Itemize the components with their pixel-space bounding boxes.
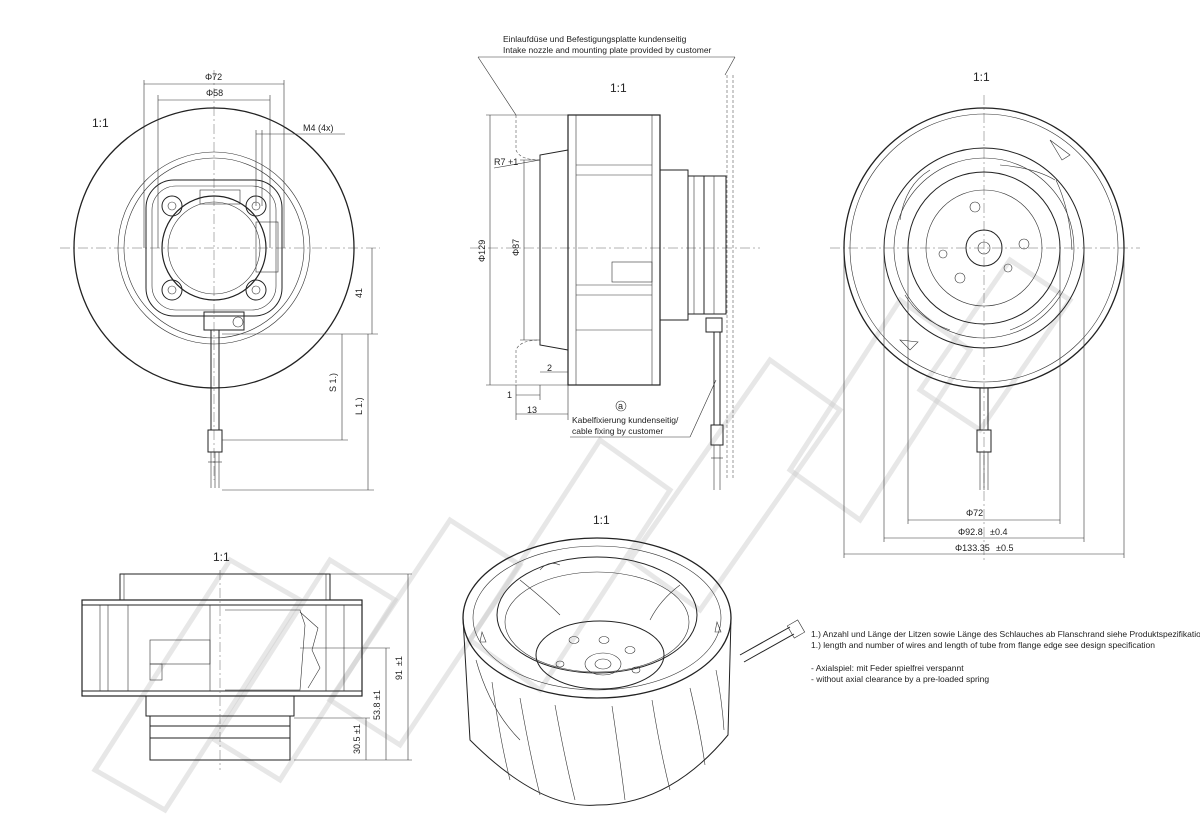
rear-view: 1:1 Φ72 xyxy=(60,70,380,491)
dim-rear-72: Φ72 xyxy=(205,72,222,82)
dim-front-92-tol: ±0.4 xyxy=(990,527,1007,537)
dim-91: 91 xyxy=(394,670,404,680)
scale-label-side: 1:1 xyxy=(610,81,627,95)
dim-1: 1 xyxy=(507,390,512,400)
front-view: 1:1 xyxy=(830,70,1140,560)
side-note-en: Intake nozzle and mounting plate provide… xyxy=(503,45,712,55)
dim-l: L 1.) xyxy=(354,397,364,415)
dim-front-92: Φ92.8 xyxy=(958,527,983,537)
cable-note-de: Kabelfixierung kundenseitig/ xyxy=(572,415,679,425)
dim-91-tol: ±1 xyxy=(394,656,404,666)
scale-label-iso: 1:1 xyxy=(593,513,610,527)
dim-rear-58: Φ58 xyxy=(206,88,223,98)
scale-label-front: 1:1 xyxy=(973,70,990,84)
scale-label-rear: 1:1 xyxy=(92,116,109,130)
isometric-view: 1:1 xyxy=(462,513,806,806)
watermark-logo xyxy=(91,256,1074,814)
dim-129: Φ129 xyxy=(477,240,487,262)
note-2-en: - without axial clearance by a pre-loade… xyxy=(811,674,989,684)
note-1-en: 1.) length and number of wires and lengt… xyxy=(811,640,1155,650)
cable-note-en: cable fixing by customer xyxy=(572,426,663,436)
dim-front-72: Φ72 xyxy=(966,508,983,518)
note-2-de: - Axialspiel: mit Feder spielfrei verspa… xyxy=(811,663,964,673)
marker-a: a xyxy=(618,401,623,411)
scale-label-bottom: 1:1 xyxy=(213,550,230,564)
dim-radius: R7 +1 xyxy=(494,157,518,167)
note-1-de: 1.) Anzahl und Länge der Litzen sowie Lä… xyxy=(811,629,1200,639)
dim-53-tol: ±1 xyxy=(372,690,382,700)
side-view: Einlaufdüse und Befestigungsplatte kunde… xyxy=(470,34,760,490)
dim-s: S 1.) xyxy=(328,373,338,392)
dim-13: 13 xyxy=(527,405,537,415)
dim-30: 30.5 xyxy=(352,736,362,754)
iso-blades xyxy=(475,659,725,801)
dim-87: Φ87 xyxy=(511,239,521,256)
bottom-view: 1:1 91 ±1 53.8 ±1 30 xyxy=(81,550,412,770)
dim-front-133: Φ133.35 xyxy=(955,543,990,553)
dim-41: 41 xyxy=(354,288,364,298)
side-note-de: Einlaufdüse und Befestigungsplatte kunde… xyxy=(503,34,687,44)
dim-front-133-tol: ±0.5 xyxy=(996,543,1013,553)
dim-53: 53.8 xyxy=(372,702,382,720)
dim-2: 2 xyxy=(547,363,552,373)
notes-block: 1.) Anzahl und Länge der Litzen sowie Lä… xyxy=(811,629,1200,684)
impeller-blades xyxy=(899,164,1073,331)
thread-label: M4 (4x) xyxy=(303,123,334,133)
dim-30-tol: ±1 xyxy=(352,724,362,734)
